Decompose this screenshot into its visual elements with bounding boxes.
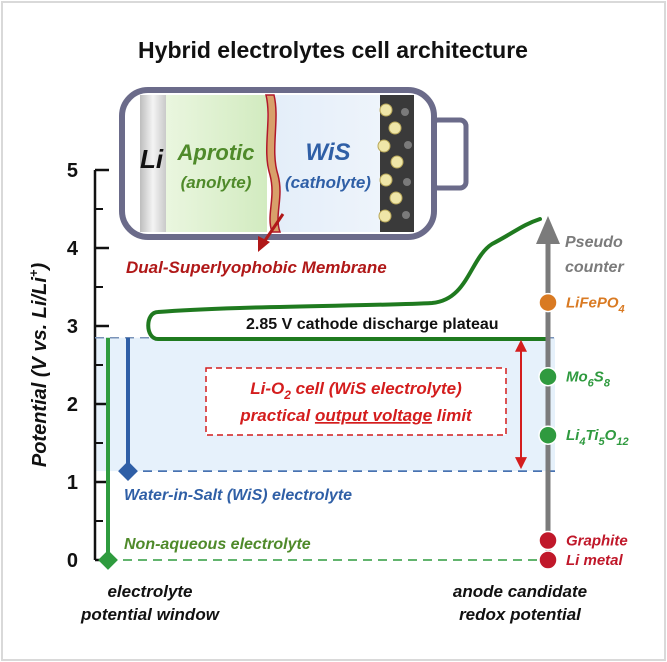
anode-mo6s8-label: Mo6S8 — [566, 369, 611, 390]
wis-window-marker — [118, 461, 138, 481]
anode-mo6s8-dot — [538, 366, 558, 387]
anolyte-region — [166, 95, 267, 232]
tick-label-4: 4 — [67, 238, 79, 260]
anode-lifepo4-dot — [538, 292, 558, 313]
catholyte-region — [275, 95, 383, 232]
left-caption-line-2: potential window — [80, 605, 221, 624]
cell-li-label: Li — [140, 144, 164, 174]
membrane-label: Dual-Superlyophobic Membrane — [126, 258, 387, 277]
tick-label-2: 2 — [67, 394, 78, 416]
counter-label: counter — [565, 259, 624, 276]
cell-aprotic-label: Aprotic — [177, 140, 255, 165]
voltage-limit-line-1: Li-O2 cell (WiS electrolyte) — [250, 379, 462, 402]
voltage-range-arrow-top — [515, 339, 527, 352]
plateau-label: 2.85 V cathode discharge plateau — [246, 316, 499, 333]
anode-li4ti5o12-dot — [538, 425, 558, 445]
y-axis-label: Potential (V vs. Li/Li+) — [26, 263, 51, 468]
membrane-shape — [265, 94, 282, 233]
left-caption-line-1: electrolyte — [107, 582, 192, 601]
right-caption-line-2: redox potential — [459, 605, 582, 624]
voltage-range-arrow-bottom — [515, 457, 527, 470]
non-aqueous-window-marker — [98, 550, 118, 570]
pseudo-label: Pseudo — [565, 234, 623, 251]
tick-label-3: 3 — [67, 316, 78, 338]
li-electrode — [140, 95, 166, 232]
anode-graphite-label: Graphite — [566, 533, 628, 550]
tick-label-0: 0 — [67, 550, 78, 572]
cell-catholyte-label: (catholyte) — [285, 173, 371, 192]
tick-label-5: 5 — [67, 160, 78, 182]
anode-li4ti5o12-label: Li4Ti5O12 — [566, 427, 629, 448]
membrane-arrow-head — [258, 236, 270, 252]
wis-window-label: Water-in-Salt (WiS) electrolyte — [124, 487, 352, 504]
voltage-limit-line-2: practical output voltage limit — [239, 406, 473, 425]
battery-terminal — [429, 117, 469, 191]
anode-li-metal-label: Li metal — [566, 552, 624, 569]
figure-title: Hybrid electrolytes cell architecture — [138, 37, 528, 63]
potential-axis: 0 1 2 3 4 5 — [67, 160, 109, 572]
porous-cathode — [377, 95, 414, 232]
non-aqueous-window-label: Non-aqueous electrolyte — [124, 536, 311, 553]
anode-graphite-dot — [538, 530, 558, 551]
membrane-arrow-shaft — [262, 213, 285, 243]
voltage-limit-box — [205, 367, 507, 436]
tick-label-1: 1 — [67, 472, 78, 494]
anode-axis-arrow-head — [536, 216, 560, 244]
right-caption-line-1: anode candidate — [453, 582, 587, 601]
battery-body-outline — [119, 87, 437, 240]
battery-cell: Li Aprotic (anolyte) WiS (catholyte) — [119, 87, 469, 240]
discharge-curve — [146, 217, 549, 341]
cell-anolyte-label: (anolyte) — [181, 173, 252, 192]
anode-li-metal-dot — [538, 550, 558, 570]
anode-lifepo4-label: LiFePO4 — [566, 295, 625, 316]
cell-wis-label: WiS — [305, 139, 350, 166]
